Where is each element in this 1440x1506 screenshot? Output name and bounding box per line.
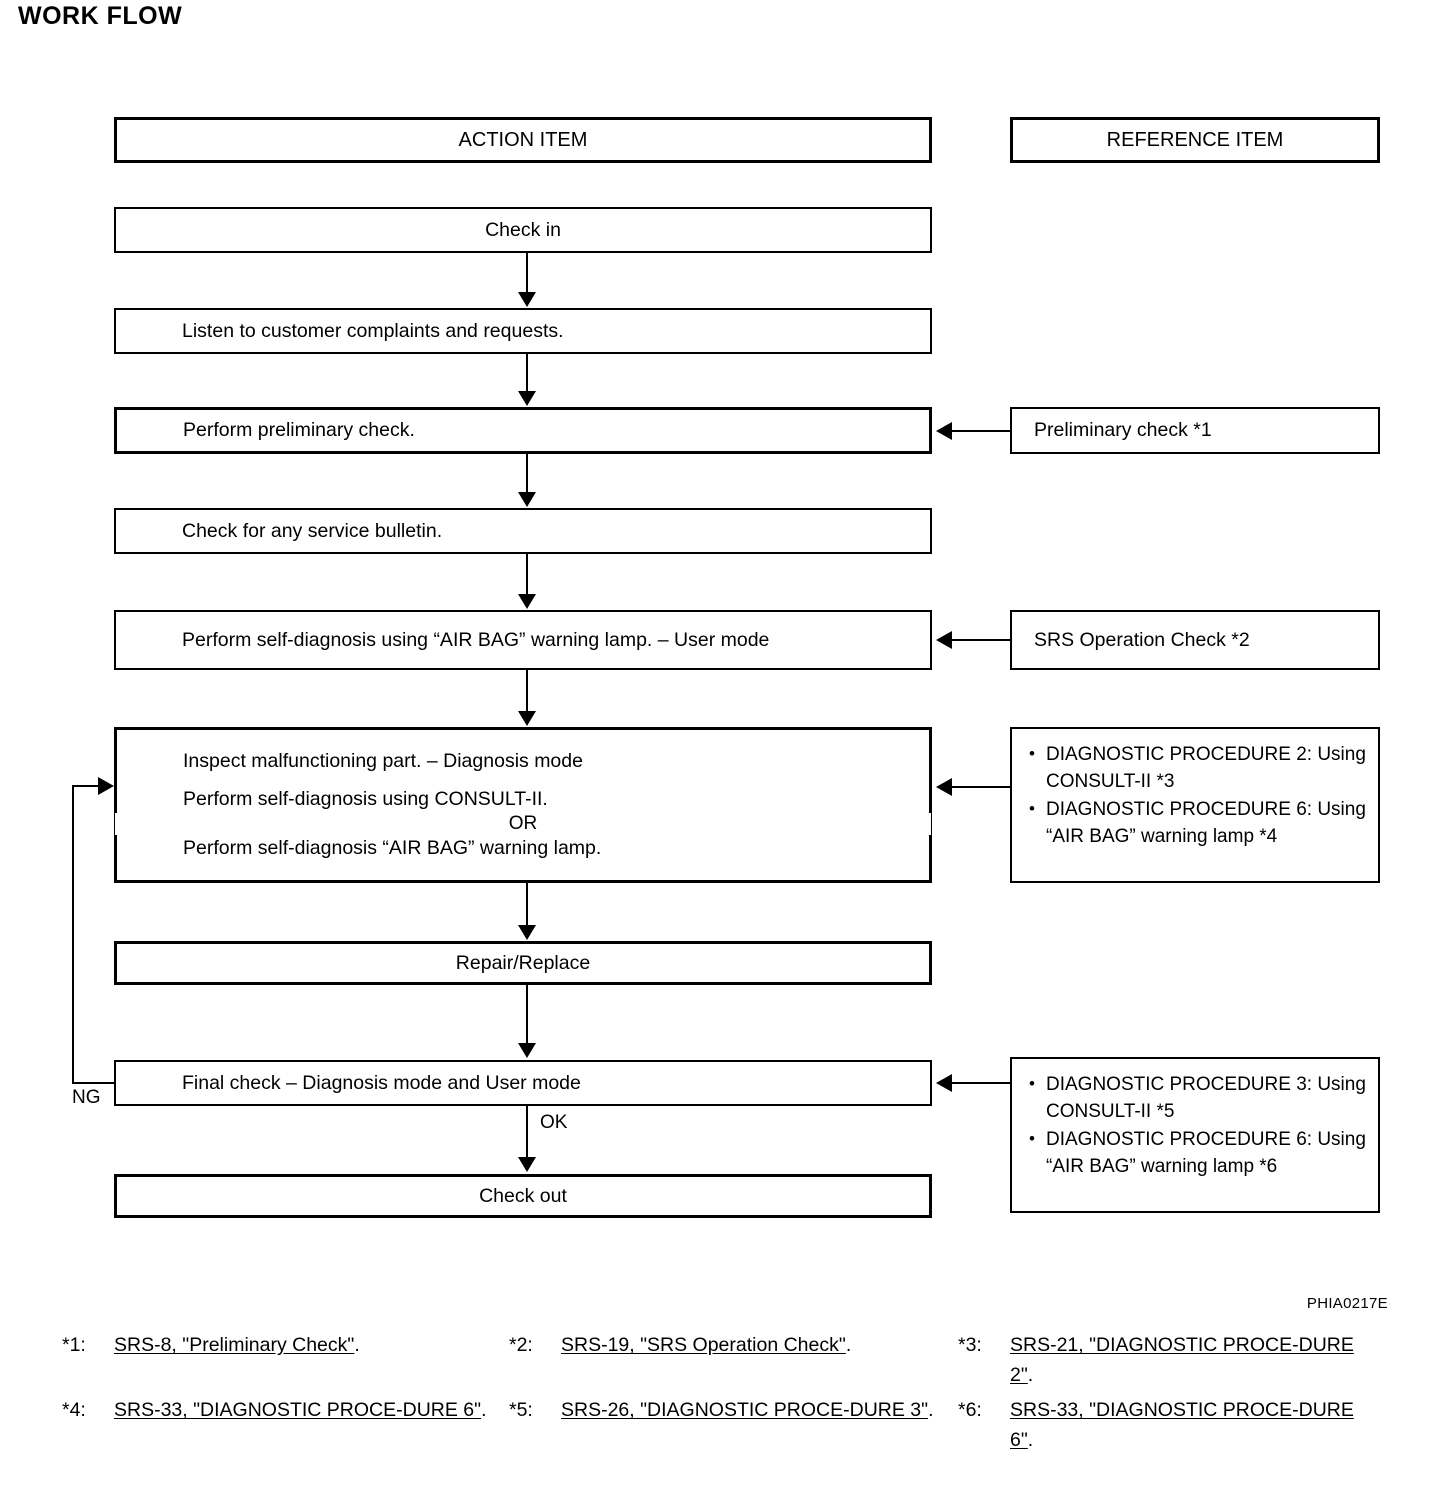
step-inspect-malfunctioning-part: Inspect malfunctioning part. – Diagnosis…: [114, 727, 932, 883]
footnote-5-mark: *5:: [509, 1399, 533, 1421]
arrowhead-ref-diagnostic-3-6: [936, 1074, 952, 1092]
ng-loop-segment-top: [72, 785, 102, 787]
connector-ref-diagnostic-2-6: [952, 786, 1010, 788]
connector-final-check-to-check-out: [526, 1106, 528, 1158]
step-listen: Listen to customer complaints and reques…: [114, 308, 932, 354]
footnote-4-body: SRS-33, "DIAGNOSTIC PROCE-DURE 6".: [114, 1395, 492, 1425]
footnote-3-body: SRS-21, "DIAGNOSTIC PROCE-DURE 2".: [1010, 1330, 1368, 1390]
step-check-in-label: Check in: [485, 218, 561, 241]
or-label: OR: [500, 813, 546, 834]
footnote-6-tail: .: [1027, 1429, 1034, 1451]
arrowhead-listen: [518, 292, 536, 307]
reference-preliminary-check-label: Preliminary check *1: [1034, 419, 1212, 441]
header-action-item: ACTION ITEM: [114, 117, 932, 163]
arrowhead-bulletin: [518, 492, 536, 507]
step-repair-replace-label: Repair/Replace: [455, 951, 591, 974]
figure-code: PHIA0217E: [1306, 1295, 1388, 1312]
footnote-1: *1: SRS-8, "Preliminary Check".: [62, 1330, 492, 1360]
step-self-diagnosis-user-mode-label: Perform self-diagnosis using “AIR BAG” w…: [182, 628, 770, 651]
reference-bullet: DIAGNOSTIC PROCEDURE 2: Using CONSULT-II…: [1028, 740, 1370, 795]
inspect-line-1: Inspect malfunctioning part. – Diagnosis…: [183, 750, 583, 772]
header-action-item-label: ACTION ITEM: [458, 128, 588, 151]
connector-repair-to-final-check: [526, 985, 528, 1044]
footnote-3-link[interactable]: SRS-21, "DIAGNOSTIC PROCE-DURE 2": [1010, 1334, 1354, 1386]
footnote-6-mark: *6:: [958, 1399, 982, 1421]
arrowhead-preliminary: [518, 391, 536, 406]
footnote-2-body: SRS-19, "SRS Operation Check".: [561, 1330, 939, 1360]
arrowhead-ref-preliminary: [936, 422, 952, 440]
connector-inspect-to-repair: [526, 883, 528, 926]
step-preliminary-check-label: Perform preliminary check.: [183, 419, 415, 441]
reference-srs-operation-check-label: SRS Operation Check *2: [1034, 628, 1250, 651]
header-reference-item: REFERENCE ITEM: [1010, 117, 1380, 163]
footnote-4: *4: SRS-33, "DIAGNOSTIC PROCE-DURE 6".: [62, 1395, 492, 1425]
reference-diagnostic-procedure-3-6: DIAGNOSTIC PROCEDURE 3: Using CONSULT-II…: [1010, 1057, 1380, 1213]
reference-bullet: DIAGNOSTIC PROCEDURE 6: Using “AIR BAG” …: [1028, 795, 1370, 850]
arrowhead-ref-srs-operation: [936, 631, 952, 649]
footnote-4-link[interactable]: SRS-33, "DIAGNOSTIC PROCE-DURE 6": [114, 1399, 482, 1421]
edge-label-ng: NG: [72, 1087, 101, 1108]
connector-ref-diagnostic-3-6: [952, 1082, 1010, 1084]
arrowhead-ref-diagnostic-2-6: [936, 778, 952, 796]
footnote-5-tail: .: [928, 1399, 934, 1421]
step-listen-label: Listen to customer complaints and reques…: [182, 319, 564, 342]
footnote-5: *5: SRS-26, "DIAGNOSTIC PROCE-DURE 3".: [509, 1395, 939, 1425]
footnote-2-tail: .: [845, 1334, 852, 1356]
footnote-1-tail: .: [354, 1334, 360, 1356]
ng-loop-segment-bottom: [72, 1082, 116, 1084]
arrowhead-repair: [518, 925, 536, 940]
arrowhead-final-check: [518, 1043, 536, 1058]
reference-diagnostic-procedure-2-6: DIAGNOSTIC PROCEDURE 2: Using CONSULT-II…: [1010, 727, 1380, 883]
footnote-2: *2: SRS-19, "SRS Operation Check".: [509, 1330, 939, 1360]
step-check-out-label: Check out: [479, 1184, 567, 1207]
connector-bulletin-to-self-diagnosis: [526, 554, 528, 595]
footnote-1-link[interactable]: SRS-8, "Preliminary Check": [114, 1334, 355, 1356]
or-divider: OR: [115, 813, 931, 835]
connector-listen-to-preliminary: [526, 354, 528, 393]
inspect-line-2: Perform self-diagnosis using CONSULT-II.: [183, 788, 548, 810]
arrowhead-ng-loop: [98, 777, 114, 795]
footnote-2-link[interactable]: SRS-19, "SRS Operation Check": [561, 1334, 846, 1356]
connector-check-in-to-listen: [526, 253, 528, 294]
connector-preliminary-to-bulletin: [526, 454, 528, 494]
footnote-3-tail: .: [1027, 1364, 1034, 1386]
arrowhead-self-diagnosis: [518, 594, 536, 609]
step-check-out: Check out: [114, 1174, 932, 1218]
or-divider-text-wrap: OR: [115, 813, 931, 835]
step-final-check: Final check – Diagnosis mode and User mo…: [114, 1060, 932, 1106]
inspect-line-3: Perform self-diagnosis “AIR BAG” warning…: [183, 837, 602, 859]
arrowhead-inspect: [518, 711, 536, 726]
footnote-6-body: SRS-33, "DIAGNOSTIC PROCE-DURE 6".: [1010, 1395, 1368, 1455]
step-service-bulletin-label: Check for any service bulletin.: [182, 519, 443, 542]
footnote-1-body: SRS-8, "Preliminary Check".: [114, 1330, 492, 1360]
arrowhead-check-out: [518, 1157, 536, 1172]
connector-ref-srs-operation: [952, 639, 1010, 641]
footnote-5-body: SRS-26, "DIAGNOSTIC PROCE-DURE 3".: [561, 1395, 939, 1425]
step-repair-replace: Repair/Replace: [114, 941, 932, 985]
edge-label-ok: OK: [540, 1112, 568, 1133]
reference-bullet: DIAGNOSTIC PROCEDURE 6: Using “AIR BAG” …: [1028, 1125, 1370, 1180]
footnote-6: *6: SRS-33, "DIAGNOSTIC PROCE-DURE 6".: [958, 1395, 1368, 1455]
reference-bullet: DIAGNOSTIC PROCEDURE 3: Using CONSULT-II…: [1028, 1070, 1370, 1125]
ng-loop-segment-left: [72, 785, 74, 1084]
footnote-6-link[interactable]: SRS-33, "DIAGNOSTIC PROCE-DURE 6": [1010, 1399, 1354, 1451]
step-service-bulletin: Check for any service bulletin.: [114, 508, 932, 554]
footnote-3-mark: *3:: [958, 1334, 982, 1356]
step-final-check-label: Final check – Diagnosis mode and User mo…: [182, 1071, 581, 1094]
step-self-diagnosis-user-mode: Perform self-diagnosis using “AIR BAG” w…: [114, 610, 932, 670]
step-preliminary-check: Perform preliminary check.: [114, 407, 932, 454]
footnote-4-tail: .: [481, 1399, 487, 1421]
reference-srs-operation-check: SRS Operation Check *2: [1010, 610, 1380, 670]
connector-self-diagnosis-to-inspect: [526, 670, 528, 712]
connector-ref-preliminary: [952, 430, 1010, 432]
footnote-4-mark: *4:: [62, 1399, 86, 1421]
header-reference-item-label: REFERENCE ITEM: [1106, 128, 1284, 151]
reference-preliminary-check: Preliminary check *1: [1010, 407, 1380, 454]
page-title: WORK FLOW: [18, 2, 183, 30]
footnote-2-mark: *2:: [509, 1334, 533, 1356]
footnote-5-link[interactable]: SRS-26, "DIAGNOSTIC PROCE-DURE 3": [561, 1399, 929, 1421]
footnote-1-mark: *1:: [62, 1334, 86, 1356]
step-check-in: Check in: [114, 207, 932, 253]
footnote-3: *3: SRS-21, "DIAGNOSTIC PROCE-DURE 2".: [958, 1330, 1368, 1390]
